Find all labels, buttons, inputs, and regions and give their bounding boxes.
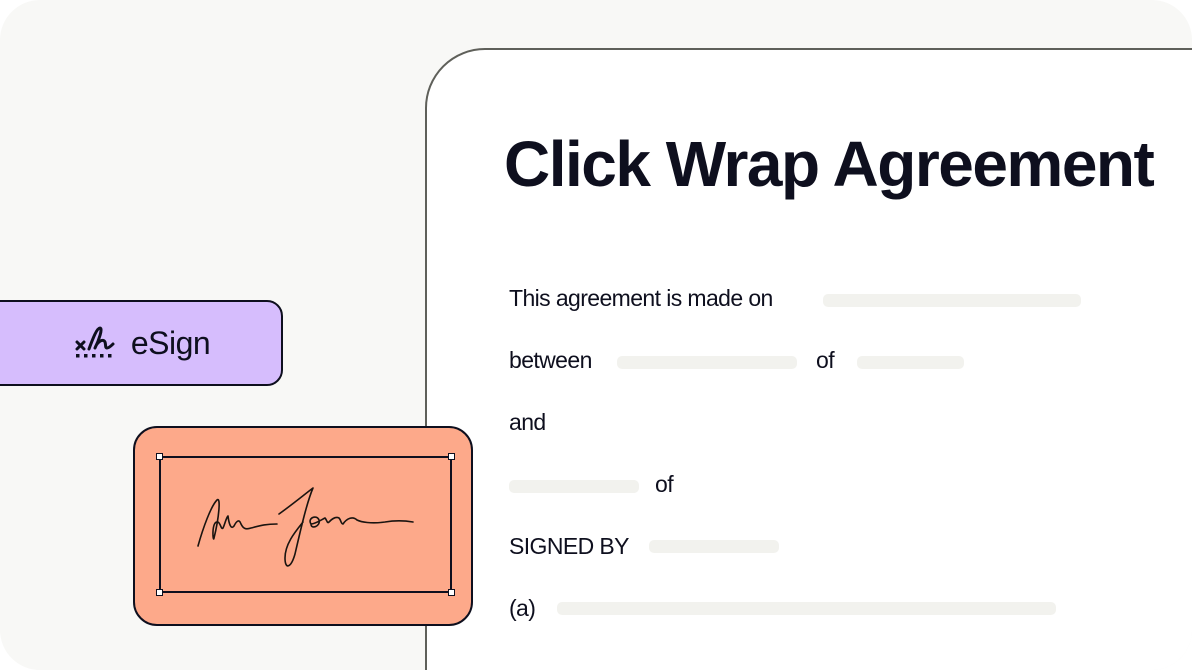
resize-handle-top-right[interactable] <box>448 453 455 460</box>
esign-label: eSign <box>130 324 211 361</box>
resize-handle-bottom-right[interactable] <box>448 589 455 596</box>
date-field[interactable] <box>823 294 1081 307</box>
clause-a-field[interactable] <box>557 602 1056 615</box>
resize-handle-top-left[interactable] <box>156 453 163 460</box>
resize-handle-bottom-left[interactable] <box>156 589 163 596</box>
party-one-name-field[interactable] <box>617 356 797 369</box>
signed-by-label: SIGNED BY <box>509 533 629 559</box>
handwritten-signature-icon <box>197 487 414 567</box>
agreement-document: Click Wrap Agreement This agreement is m… <box>425 48 1192 670</box>
party-one-location-field[interactable] <box>857 356 964 369</box>
line-made-on-label: This agreement is made on <box>509 285 773 311</box>
line-and-label: and <box>509 409 546 435</box>
line-between-of-label: of <box>816 347 835 373</box>
line-party-two-of-label: of <box>655 471 674 497</box>
line-between-label: between <box>509 347 592 373</box>
signature-x-icon <box>75 324 117 363</box>
signature-selection-frame[interactable] <box>156 453 455 596</box>
signature-card[interactable] <box>133 426 473 626</box>
party-two-name-field[interactable] <box>509 480 639 493</box>
clause-a-label: (a) <box>509 595 536 621</box>
document-title: Click Wrap Agreement <box>504 128 1155 200</box>
esign-button[interactable]: eSign <box>0 300 283 386</box>
signed-by-field[interactable] <box>649 540 779 553</box>
